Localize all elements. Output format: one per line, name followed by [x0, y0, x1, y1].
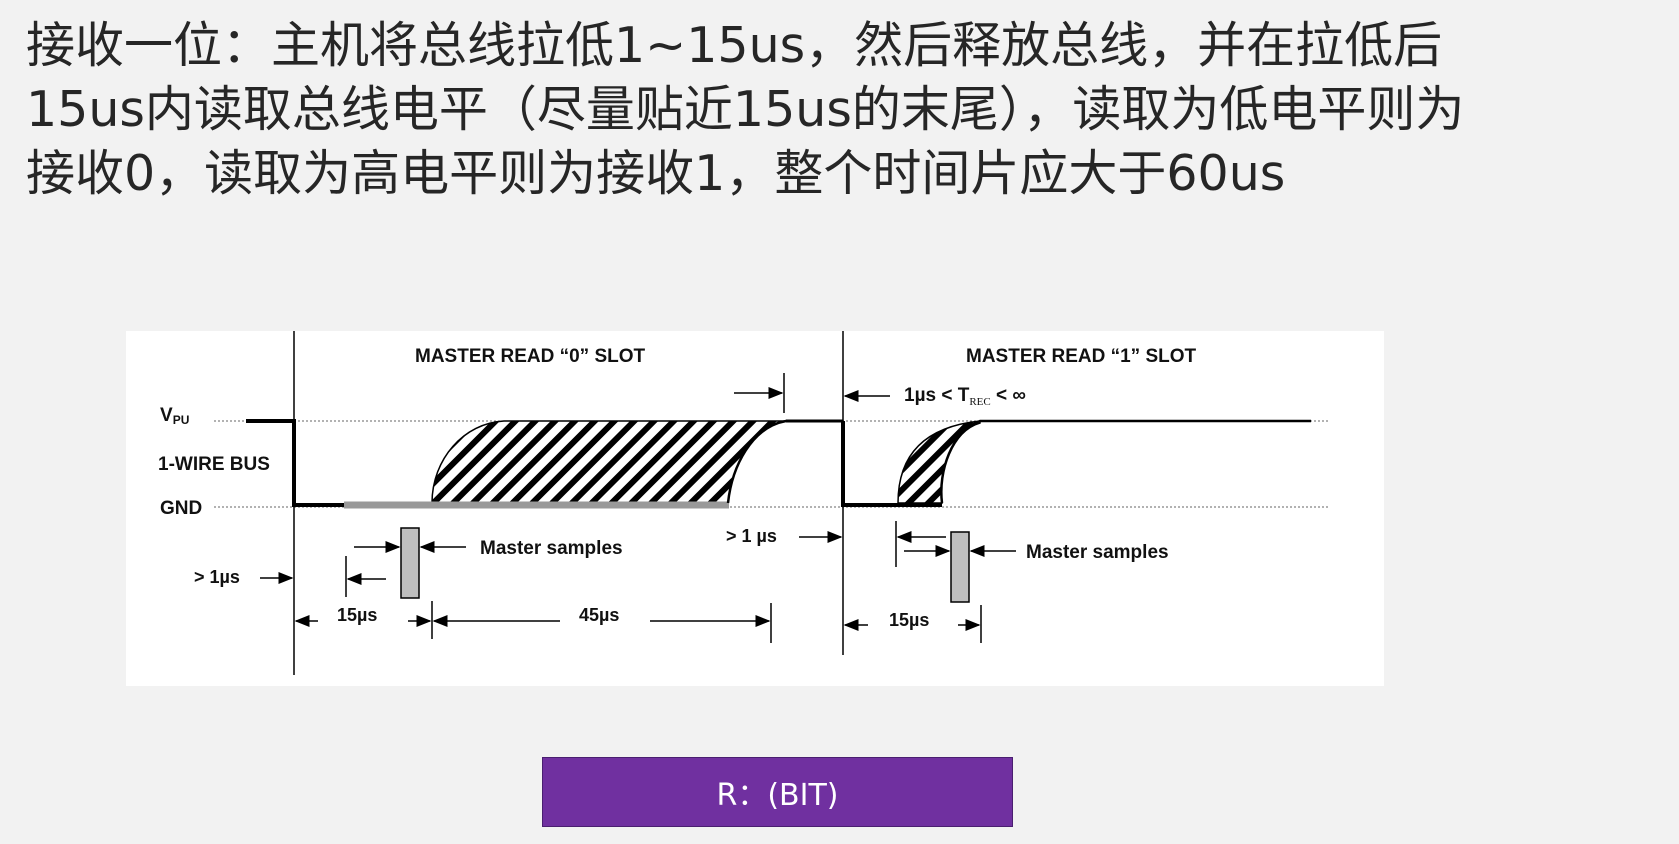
- slot0-sample-box: [400, 527, 420, 599]
- trec-label: 1µs < TREC < ∞: [904, 385, 1026, 408]
- slide-heading: 接收一位：主机将总线拉低1~15us，然后释放总线，并在拉低后 15us内读取总…: [26, 17, 1465, 202]
- gt1us-left-label: > 1µs: [194, 567, 240, 587]
- slot1-sample-box: [950, 531, 970, 603]
- slot1-title: MASTER READ “1” SLOT: [966, 346, 1197, 367]
- gt1us-mid-label: > 1 µs: [726, 526, 777, 546]
- slot1-bus-waveform: [841, 421, 942, 507]
- vpu-label: VPU: [160, 405, 189, 427]
- bus-label: 1-WIRE BUS: [158, 454, 270, 475]
- timing-diagram: MASTER READ “0” SLOT MASTER READ “1” SLO…: [126, 331, 1384, 686]
- bit-button[interactable]: R：(BIT): [542, 757, 1013, 827]
- slot0-rise-curve: [726, 419, 836, 504]
- slot1-rise-curve: [940, 419, 1311, 504]
- t15us-0-label: 15µs: [337, 605, 377, 625]
- timing-diagram-svg: MASTER READ “0” SLOT MASTER READ “1” SLO…: [158, 331, 1329, 675]
- t45us-label: 45µs: [579, 605, 619, 625]
- slot0-hatch-region: [431, 420, 787, 504]
- master-samples-1-label: Master samples: [1026, 542, 1169, 563]
- t15us-1-label: 15µs: [889, 610, 929, 630]
- slot0-bus-waveform: [246, 419, 344, 507]
- slot0-title: MASTER READ “0” SLOT: [415, 346, 646, 367]
- master-samples-0-label: Master samples: [480, 538, 623, 559]
- slot1-hatch-region: [897, 420, 981, 504]
- gnd-label: GND: [160, 498, 202, 519]
